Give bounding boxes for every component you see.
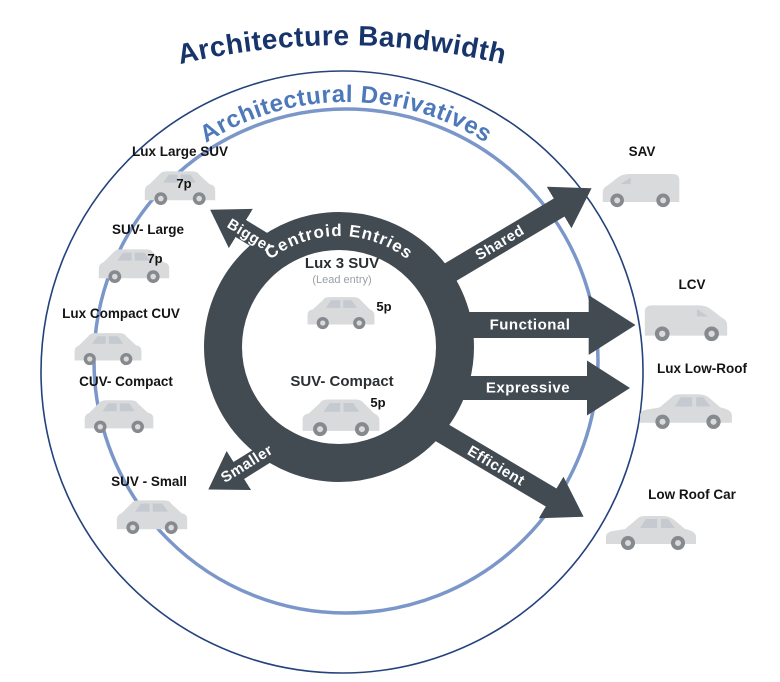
derivative-cuv-compact: CUV- Compact (79, 374, 173, 434)
derivative-lcv: LCV (644, 277, 728, 342)
expressive-arrow-label: Expressive (486, 380, 570, 397)
suv-car-icon (84, 400, 154, 434)
derivative-label: Low Roof Car (648, 487, 736, 502)
derivative-suv-large: SUV- Large 7p (98, 222, 185, 283)
low-car-icon (606, 516, 696, 550)
derivative-label: Lux Low-Roof (657, 361, 747, 376)
derivative-lux-low-roof: Lux Low-Roof (640, 361, 747, 429)
derivative-label: LCV (679, 277, 706, 292)
derivative-lux-compact-cuv: Lux Compact CUV (62, 306, 180, 366)
centroid-ring (204, 212, 474, 482)
derivative-label: Lux Compact CUV (62, 306, 180, 321)
derivative-label: SUV - Small (111, 474, 187, 489)
centroid-entry-name: Lux 3 SUV (305, 255, 379, 272)
derivative-sav: SAV (602, 144, 680, 208)
capacity-badge: 5p (370, 395, 385, 410)
centroid-entry-lead: Lux 3 SUV (Lead entry) 5p (305, 255, 392, 330)
capacity-badge: 5p (376, 299, 391, 314)
derivative-label: Lux Large SUV (132, 144, 228, 159)
derivative-label: SUV- Large (112, 222, 185, 237)
centroid-entry-note: (Lead entry) (312, 274, 371, 286)
van-car-icon (644, 305, 728, 342)
derivative-label: CUV- Compact (79, 374, 173, 389)
van-car-icon (602, 173, 680, 208)
centroid-entry-compact: SUV- Compact 5p (290, 373, 394, 437)
suv-car-icon (116, 500, 188, 534)
derivative-suv-small: SUV - Small (111, 474, 188, 534)
capacity-badge: 7p (176, 176, 191, 191)
architecture-bandwidth-circle (40, 70, 644, 674)
suv-car-icon (74, 333, 142, 366)
derivative-label: SAV (629, 144, 656, 159)
derivative-low-roof-car: Low Roof Car (606, 487, 737, 550)
centroid-entry-name: SUV- Compact (290, 373, 393, 390)
hub-inner-disc (242, 250, 436, 444)
low-car-icon (640, 394, 732, 429)
capacity-badge: 7p (147, 251, 162, 266)
efficient-arrow (428, 418, 584, 519)
derivative-lux-large-suv: Lux Large SUV 7p (132, 144, 228, 205)
shared-arrow (428, 186, 592, 292)
outer-ring-title: Architecture Bandwidth (175, 20, 510, 70)
functional-arrow-label: Functional (490, 317, 571, 334)
